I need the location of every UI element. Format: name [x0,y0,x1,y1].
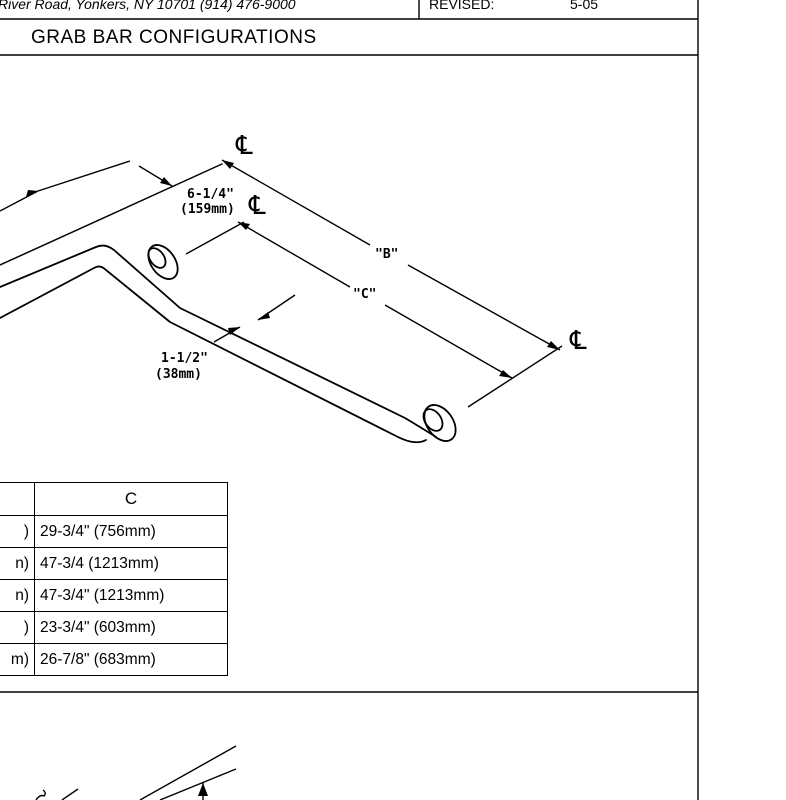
centerline-symbol-mid: ℄ [249,191,266,221]
diameter-dimension [213,294,296,343]
dimension-b-label: "B" [375,247,399,262]
table-header-b [0,482,35,516]
dimension-b-line [185,159,563,408]
table-cell-b: ) [0,611,35,644]
centerline-symbol-top: ℄ [236,131,253,161]
offset-metric-label: (159mm) [180,202,235,217]
company-address: River Road, Yonkers, NY 10701 (914) 476-… [0,0,296,12]
table-cell-b: n) [0,547,35,580]
table-header-c: C [34,482,228,516]
arrow-dia-bottom [228,327,240,335]
table-cell-c: 26-7/8" (683mm) [34,643,228,676]
diameter-label: 1-1/2" [161,351,208,366]
offset-label: 6-1/4" [187,187,234,202]
revised-date: 5-05 [570,0,599,12]
table-cell-c: 47-3/4 (1213mm) [34,547,228,580]
arrow-dia-top [258,312,270,320]
table-cell-c: 23-3/4" (603mm) [34,611,228,644]
configuration-table: C ) 29-3/4" (756mm) n) 47-3/4 (1213mm) n… [0,482,228,676]
table-row: ) 23-3/4" (603mm) [0,611,228,644]
centerline-symbol-right: ℄ [570,326,587,356]
table-cell-b: m) [0,643,35,676]
table-cell-c: 29-3/4" (756mm) [34,515,228,548]
arrow-offset [160,177,172,186]
table-cell-b: n) [0,579,35,612]
grab-bar-drawing [0,159,563,444]
arrow-c-top [238,222,250,230]
revised-label: REVISED: [429,0,495,12]
table-row: n) 47-3/4 (1213mm) [0,547,228,580]
table-row: ) 29-3/4" (756mm) [0,515,228,548]
arrow-b-top [222,160,234,169]
grab-bar-tube [0,244,437,444]
table-row: n) 47-3/4" (1213mm) [0,579,228,612]
table-cell-b: ) [0,515,35,548]
table-row: m) 26-7/8" (683mm) [0,643,228,676]
arrow-offset-left [26,190,38,197]
dimension-c-line [237,221,513,379]
lower-flange [422,404,457,442]
table-header-row: C [0,482,228,516]
arrow-b-bottom [547,341,560,350]
arrow-c-bottom [499,370,512,378]
diameter-metric-label: (38mm) [155,367,202,382]
table-cell-c: 47-3/4" (1213mm) [34,579,228,612]
wall-line [0,163,223,266]
lower-arrow [198,783,208,796]
dimension-c-label: "C" [353,287,377,302]
page-title: GRAB BAR CONFIGURATIONS [31,27,317,48]
upper-flange [147,244,179,280]
lower-partial-drawing [35,745,237,800]
offset-dimension [0,160,173,212]
